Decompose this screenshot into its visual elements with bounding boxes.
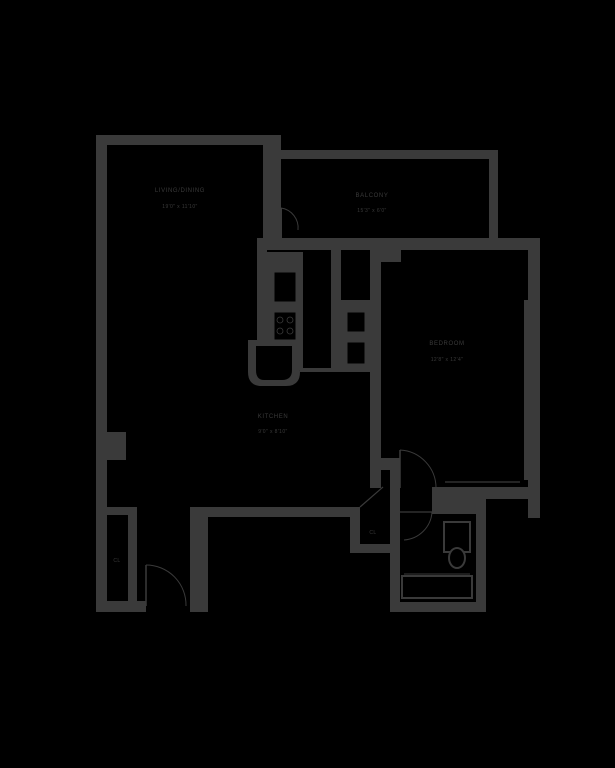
room-label-kitchen: KITCHEN <box>258 414 289 420</box>
kitchen <box>248 252 371 386</box>
entry-door <box>145 564 187 607</box>
bathroom <box>390 498 486 612</box>
room-dims-kitchen: 9'0" x 8'10" <box>258 429 287 435</box>
balcony-door <box>280 207 299 238</box>
hall-closet-bottom <box>350 544 392 553</box>
bedroom-closet-door <box>474 487 496 495</box>
bath-wall-top <box>432 498 486 514</box>
wall-kitchen-bottom <box>300 368 372 372</box>
entry-door-swing <box>145 564 187 607</box>
entry-closet-top <box>107 507 137 515</box>
refrigerator <box>346 341 366 365</box>
room-dims-balcony: 15'3" x 6'0" <box>357 208 386 214</box>
bath-wall-right <box>476 498 486 612</box>
interior-walls <box>257 238 540 518</box>
wall-bedroom-bottom <box>432 487 540 499</box>
toilet <box>448 547 466 569</box>
room-dims-living-dining: 19'0" x 11'10" <box>162 204 197 210</box>
wall-bedroom-left <box>370 238 381 488</box>
wall-hall-jamb <box>390 458 400 498</box>
room-label-entry-closet: CL <box>113 558 120 564</box>
burner-icon <box>276 327 284 335</box>
wall-left <box>96 135 107 612</box>
burner-icon <box>276 316 284 324</box>
wall-kitchen-partition <box>331 250 341 370</box>
wall-bedroom-corner <box>381 250 401 262</box>
room-dims-bedroom: 12'8" x 12'4" <box>431 357 464 363</box>
entry-closet: CL <box>107 507 137 601</box>
kitchen-island-top <box>256 346 292 380</box>
pier-left <box>107 432 126 460</box>
room-label-bedroom: BEDROOM <box>429 341 464 347</box>
exterior-walls <box>96 135 360 612</box>
bath-door-swing <box>403 511 433 541</box>
wall-top-living <box>96 135 281 145</box>
wall-hall-bottom <box>190 507 360 517</box>
balcony-door-swing <box>280 207 299 231</box>
wall-bedroom-right-inner <box>524 300 528 480</box>
bath-wall-bottom <box>390 602 486 612</box>
entry-closet-side <box>128 507 137 601</box>
burner-icon <box>286 327 294 335</box>
wall-kitchen-left <box>257 238 267 340</box>
hall-closet-left <box>350 507 360 552</box>
wall-entry-right <box>190 507 208 612</box>
bedroom-door-swing <box>399 449 437 489</box>
bedroom-door <box>399 449 437 489</box>
room-label-hall-closet: CL <box>369 530 376 536</box>
room-label-living-dining: LIVING/DINING <box>155 188 205 194</box>
balcony-rail-top <box>281 150 498 159</box>
wall-bottom-entry <box>96 601 146 612</box>
balcony-rail-right <box>489 150 498 240</box>
room-label-balcony: BALCONY <box>356 193 389 199</box>
bathtub <box>401 575 473 599</box>
kitchen-range <box>273 311 297 341</box>
hall-closet: CL <box>350 486 392 553</box>
burner-icon <box>286 316 294 324</box>
dishwasher <box>346 311 366 333</box>
bath-wall-left <box>390 498 400 612</box>
wall-living-balcony <box>263 135 281 241</box>
hall-closet-door <box>359 486 384 508</box>
wall-top-kitchen-bedroom <box>257 238 540 250</box>
kitchen-sink <box>273 271 297 303</box>
balcony: BALCONY 15'3" x 6'0" <box>281 150 498 240</box>
wall-bedroom-right <box>528 238 540 518</box>
